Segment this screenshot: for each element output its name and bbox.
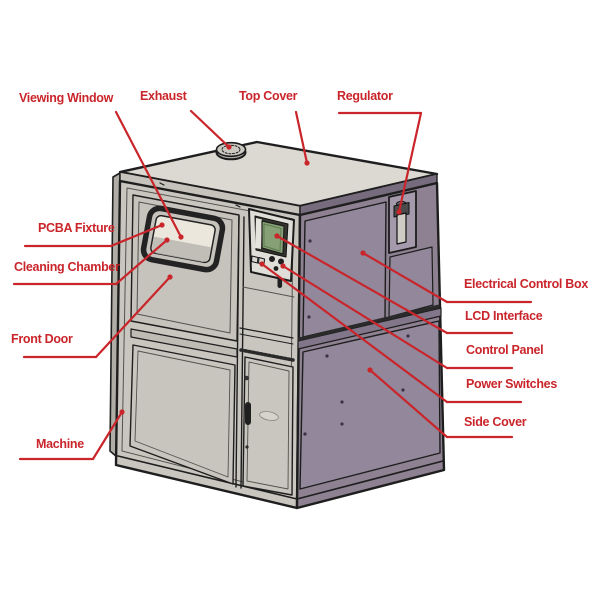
side-cover-part bbox=[299, 320, 441, 490]
callout-lcd-interface bbox=[274, 233, 514, 335]
pcba-fixture-part bbox=[152, 236, 211, 262]
label-power-switches: Power Switches bbox=[466, 377, 557, 391]
callout-front-door bbox=[22, 274, 173, 359]
label-side-cover: Side Cover bbox=[464, 415, 527, 429]
label-top-cover: Top Cover bbox=[239, 89, 298, 103]
label-electrical-control-box: Electrical Control Box bbox=[464, 277, 588, 291]
callout-pcba-fixture bbox=[23, 222, 165, 248]
side-screws bbox=[303, 239, 410, 436]
label-machine: Machine bbox=[36, 437, 84, 451]
callout-control-panel bbox=[280, 263, 514, 370]
door-handle bbox=[245, 402, 251, 425]
callout-cleaning-chamber bbox=[12, 237, 170, 286]
electrical-control-box-panel bbox=[302, 201, 387, 338]
label-exhaust: Exhaust bbox=[140, 89, 187, 103]
lcd-screen-part bbox=[261, 220, 285, 255]
label-regulator: Regulator bbox=[337, 89, 393, 103]
label-lcd-interface: LCD Interface bbox=[465, 309, 543, 323]
label-control-panel: Control Panel bbox=[466, 343, 544, 357]
callout-top-cover bbox=[294, 110, 310, 166]
callout-power-switches bbox=[259, 261, 523, 404]
callout-lines bbox=[12, 109, 533, 461]
callout-viewing-window bbox=[114, 110, 184, 240]
label-viewing-window: Viewing Window bbox=[19, 91, 114, 105]
callout-machine bbox=[18, 409, 125, 461]
callout-regulator bbox=[337, 111, 423, 215]
callout-exhaust bbox=[189, 109, 232, 150]
power-switches-part bbox=[251, 255, 259, 264]
label-pcba-fixture: PCBA Fixture bbox=[38, 221, 115, 235]
viewing-window-part bbox=[140, 205, 226, 273]
callout-side-cover bbox=[367, 367, 514, 439]
label-front-door: Front Door bbox=[11, 332, 73, 346]
exhaust-part bbox=[215, 141, 247, 161]
label-cleaning-chamber: Cleaning Chamber bbox=[14, 260, 120, 274]
callout-electrical-control-box bbox=[360, 250, 533, 304]
